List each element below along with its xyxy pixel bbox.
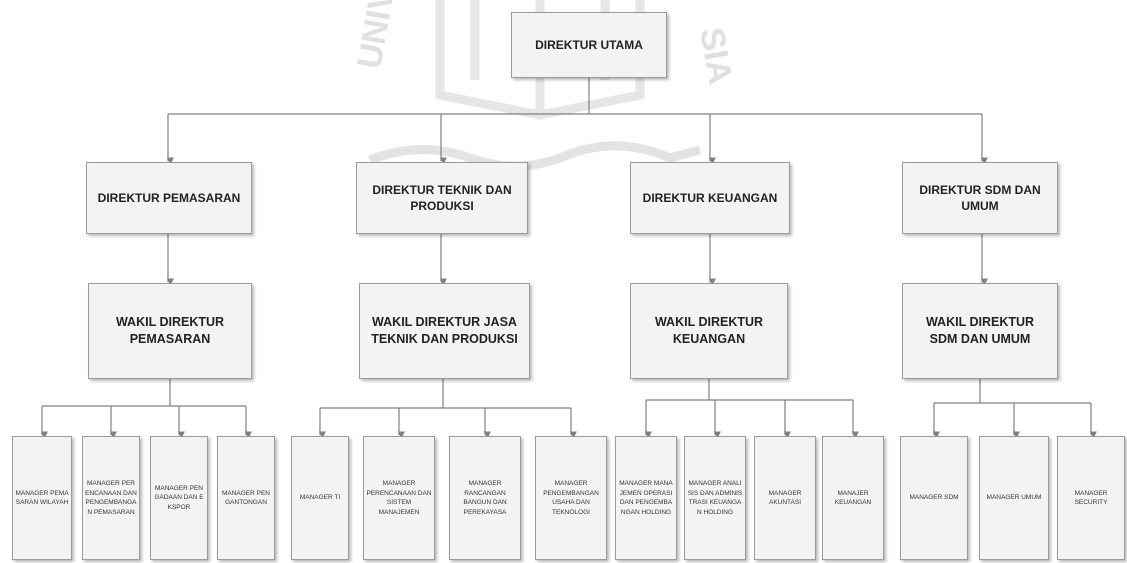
box-direktur-utama: DIREKTUR UTAMA: [511, 12, 667, 78]
box-manager-pengantongan: MANAGER PENGANTONGAN: [217, 436, 275, 560]
direktur-teknik-label: DIREKTUR TEKNIK DAN PRODUKSI: [372, 183, 512, 213]
box-manager-sdm: MANAGER SDM: [900, 436, 968, 560]
box-manager-ti: MANAGER TI: [291, 436, 349, 560]
box-direktur-pemasaran: DIREKTUR PEMASARAN: [86, 162, 252, 234]
box-manager-rancangan-bangun: MANAGER RANCANGAN BANGUN DAN PEREKAYASA: [449, 436, 521, 560]
manager-label: MANAGER PENGADAAN DAN EKSPOR: [154, 484, 204, 511]
manager-label: MANAGER ANALISIS DAN ADMINISTRASI KEUANG…: [687, 480, 743, 516]
manager-label: MANAGER TI: [299, 494, 341, 502]
wakil-pemasaran-label: WAKIL DIREKTUR PEMASARAN: [115, 315, 225, 346]
manager-label: MANAGER AKUNTASI: [768, 489, 802, 507]
manager-label: MANAGER PENGEMBANGAN USAHA DAN TEKNOLOGI: [543, 480, 599, 516]
wakil-keuangan-label: WAKIL DIREKTUR KEUANGAN: [654, 315, 764, 346]
box-wakil-direktur-sdm: WAKIL DIREKTUR SDM DAN UMUM: [902, 283, 1058, 379]
box-direktur-teknik-produksi: DIREKTUR TEKNIK DAN PRODUKSI: [356, 162, 528, 234]
direktur-sdm-label: DIREKTUR SDM DAN UMUM: [919, 183, 1041, 213]
manager-label: MANAJER KEUANGAN: [834, 489, 872, 507]
box-manager-perencanaan-sistem: MANAGER PERENCANAAN DAN SISTEM MANAJEMEN: [363, 436, 435, 560]
manager-label: MANAGER RANCANGAN BANGUN DAN PEREKAYASA: [463, 480, 507, 516]
manager-label: MANAGER PEMASARAN WILAYAH: [15, 489, 69, 507]
manager-label: MANAGER UMUM: [986, 494, 1042, 502]
box-manager-pengadaan-ekspor: MANAGER PENGADAAN DAN EKSPOR: [150, 436, 208, 560]
box-manager-security: MANAGER SECURITY: [1057, 436, 1125, 560]
manager-label: MANAGER PERENCANAAN DAN SISTEM MANAJEMEN: [366, 480, 432, 516]
box-direktur-sdm-umum: DIREKTUR SDM DAN UMUM: [902, 162, 1058, 234]
box-manager-umum: MANAGER UMUM: [979, 436, 1049, 560]
wakil-sdm-label: WAKIL DIREKTUR SDM DAN UMUM: [925, 315, 1035, 346]
box-wakil-direktur-keuangan: WAKIL DIREKTUR KEUANGAN: [630, 283, 788, 379]
direktur-keuangan-label: DIREKTUR KEUANGAN: [642, 191, 778, 205]
manager-label: MANAGER SECURITY: [1074, 489, 1108, 507]
manager-label: MANAGER PERENCANAAN DAN PENGEMBANGAN PEM…: [85, 480, 137, 516]
wakil-teknik-label: WAKIL DIREKTUR JASA TEKNIK DAN PRODUKSI: [371, 315, 518, 346]
direktur-pemasaran-label: DIREKTUR PEMASARAN: [97, 191, 241, 205]
box-manager-perencanaan-pengembangan-pemasaran: MANAGER PERENCANAAN DAN PENGEMBANGAN PEM…: [82, 436, 140, 560]
box-manager-pemasaran-wilayah: MANAGER PEMASARAN WILAYAH: [12, 436, 72, 560]
box-manager-analisis-administrasi: MANAGER ANALISIS DAN ADMINISTRASI KEUANG…: [684, 436, 746, 560]
box-manager-manajemen-operasi: MANAGER MANAJEMEN OPERASI DAN PENGEMBANG…: [615, 436, 677, 560]
box-manager-pengembangan-usaha: MANAGER PENGEMBANGAN USAHA DAN TEKNOLOGI: [535, 436, 607, 560]
direktur-utama-label: DIREKTUR UTAMA: [535, 38, 643, 52]
manager-label: MANAGER SDM: [909, 494, 959, 502]
box-wakil-direktur-pemasaran: WAKIL DIREKTUR PEMASARAN: [88, 283, 252, 379]
box-wakil-direktur-jasa-teknik: WAKIL DIREKTUR JASA TEKNIK DAN PRODUKSI: [359, 283, 530, 379]
box-direktur-keuangan: DIREKTUR KEUANGAN: [630, 162, 790, 234]
manager-label: MANAGER MANAJEMEN OPERASI DAN PENGEMBANG…: [619, 480, 673, 516]
manager-label: MANAGER PENGANTONGAN: [221, 489, 271, 507]
box-manajer-keuangan: MANAJER KEUANGAN: [822, 436, 884, 560]
box-manager-akuntasi: MANAGER AKUNTASI: [754, 436, 816, 560]
